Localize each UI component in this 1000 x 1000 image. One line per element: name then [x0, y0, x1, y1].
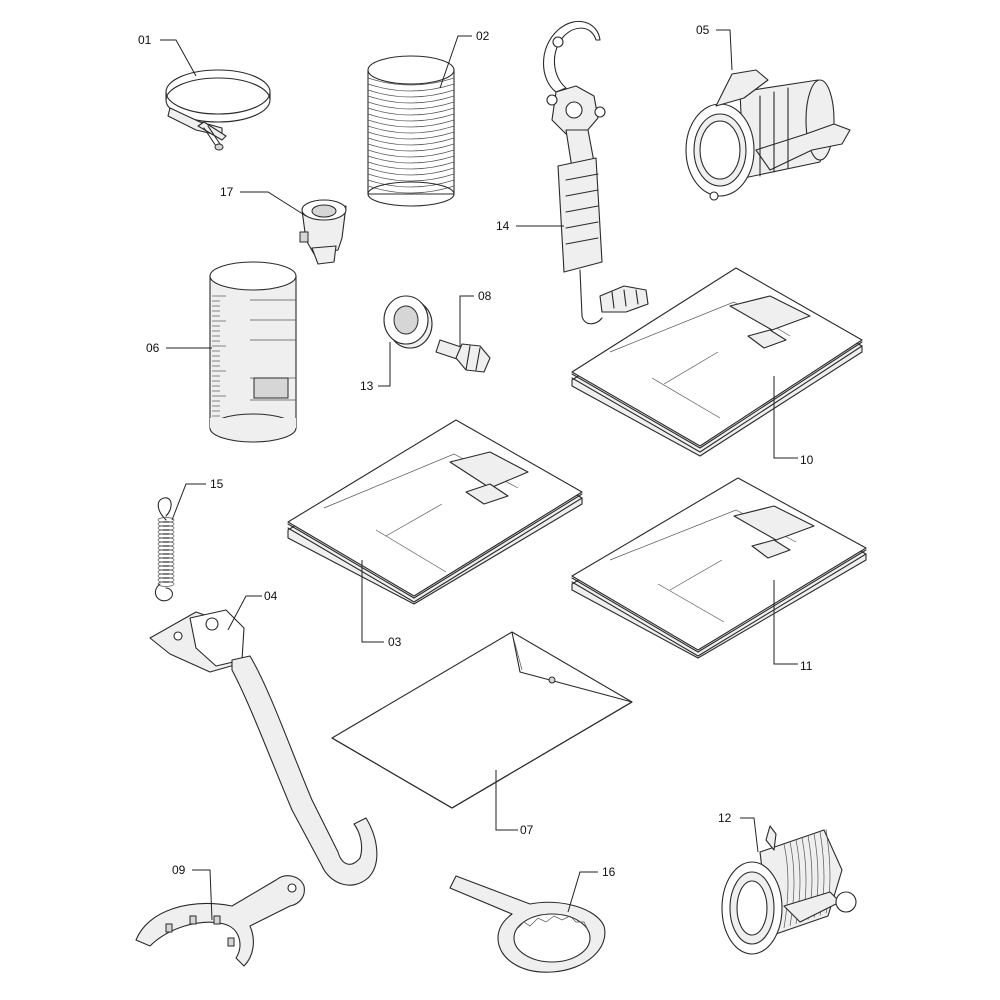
label-12: 12: [718, 811, 732, 825]
part-01-hose-clamp: [165, 69, 271, 151]
leader-03: [361, 560, 384, 643]
label-02: 02: [476, 29, 490, 43]
leader-10: [773, 376, 798, 459]
part-05-camlock-coupling: [685, 69, 851, 201]
label-16: 16: [602, 865, 616, 879]
label-06: 06: [146, 341, 160, 355]
label-07: 07: [520, 823, 534, 837]
part-13-bearing: [383, 295, 433, 349]
part-06-measuring-cylinder: [209, 261, 297, 443]
leader-16: [567, 871, 598, 913]
leader-02: [439, 35, 472, 89]
part-10-manual: [571, 267, 863, 457]
leader-05: [716, 29, 733, 71]
label-17: 17: [220, 185, 234, 199]
label-04: 04: [264, 589, 278, 603]
leader-11: [773, 580, 798, 665]
part-04-bent-bar: [149, 609, 378, 886]
label-08: 08: [478, 289, 492, 303]
label-15: 15: [210, 477, 224, 491]
label-01: 01: [138, 33, 152, 47]
part-17-nozzle-fitting: [299, 199, 347, 265]
label-14: 14: [496, 219, 510, 233]
label-09: 09: [172, 863, 186, 877]
part-07-envelope: [331, 631, 633, 809]
part-16-filter-wrench: [449, 875, 606, 973]
leader-17: [240, 191, 307, 217]
part-08-flange-bolt: [435, 339, 491, 373]
label-05: 05: [696, 23, 710, 37]
leader-12: [740, 817, 759, 853]
leader-04: [227, 595, 262, 631]
label-13: 13: [360, 379, 374, 393]
leader-08: [459, 295, 474, 346]
leader-13: [378, 342, 391, 387]
part-11-manual: [571, 477, 867, 659]
label-03: 03: [388, 635, 402, 649]
part-03-manual: [287, 419, 583, 605]
leader-15: [171, 483, 206, 521]
part-09-spanner-wrench: [135, 875, 305, 967]
part-12-hose-coupling: [721, 825, 857, 955]
part-02-corrugated-hose: [367, 55, 455, 207]
leader-01: [160, 39, 197, 77]
part-14-hook-sensor: [543, 20, 649, 325]
part-15-spring: [154, 497, 175, 602]
leader-09: [192, 869, 213, 921]
label-11: 11: [800, 659, 813, 673]
label-10: 10: [800, 453, 814, 467]
leader-07: [495, 770, 518, 831]
